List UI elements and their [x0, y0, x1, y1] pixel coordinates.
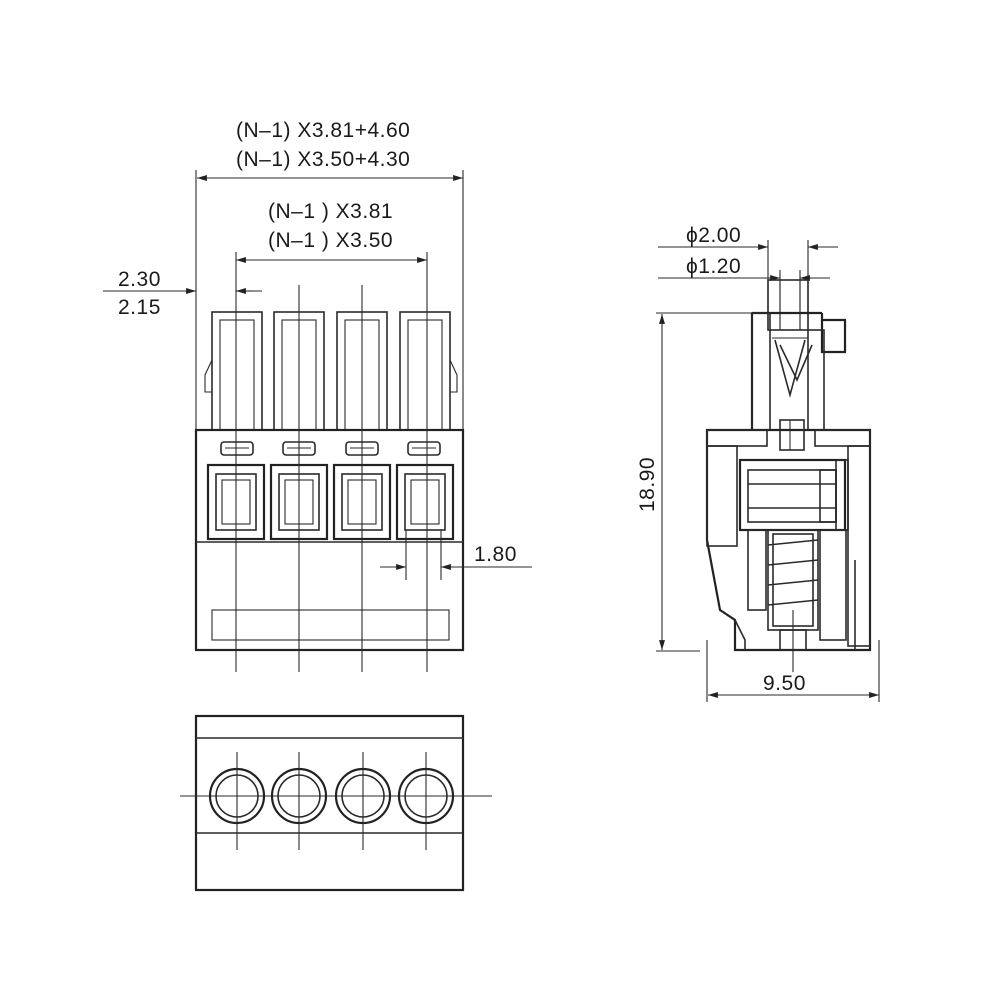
pole-center-lines	[235, 252, 442, 672]
side-housing	[705, 419, 872, 672]
front-body	[194, 428, 465, 652]
wire-entry-windows	[206, 463, 455, 541]
front-view: (N–1) X3.81+4.60 (N–1) X3.50+4.30 (N–1 )…	[103, 119, 532, 672]
bottom-body	[194, 714, 465, 892]
bottom-holes	[208, 752, 455, 850]
slot-width-label: 1.80	[474, 543, 517, 566]
height-label: 18.90	[636, 457, 659, 512]
pitch-label-1: (N–1 ) X3.81	[268, 200, 393, 223]
plug-tops	[204, 311, 458, 431]
offset-label-2: 2.15	[118, 296, 161, 319]
overall-width-label-1: (N–1) X3.81+4.60	[236, 119, 410, 142]
side-view: ϕ2.00 ϕ1.20 18.90 9.50	[636, 224, 880, 702]
inner-diameter-label: ϕ1.20	[686, 255, 741, 278]
bottom-view	[180, 714, 492, 892]
outer-diameter-label: ϕ2.00	[686, 224, 741, 247]
release-slots	[220, 441, 441, 456]
offset-label-1: 2.30	[118, 268, 161, 291]
overall-width-label-2: (N–1) X3.50+4.30	[236, 148, 410, 171]
pitch-label-2: (N–1 ) X3.50	[268, 229, 393, 252]
depth-label: 9.50	[763, 672, 806, 695]
